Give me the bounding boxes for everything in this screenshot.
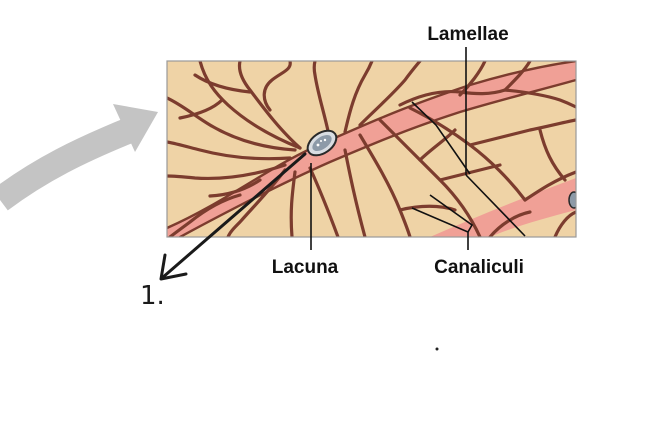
lamella-band-secondary [430,178,576,237]
tissue-border [166,60,577,238]
hand-drawn-arrow-icon [159,152,307,281]
stray-dot [435,347,439,351]
handwritten-number-mark: 1. [140,281,165,311]
osteocyte-lacuna [306,129,338,157]
label-canaliculi: Canaliculi [434,257,524,278]
gray-curved-arrow-icon [0,104,158,211]
lamellae-leader-branch [411,101,471,175]
canaliculi-network [167,61,576,237]
osteocyte-edge [568,191,576,209]
label-lacuna: Lacuna [272,257,339,278]
bone-tissue-illustration [167,61,576,237]
leader-lines [310,47,526,250]
label-lamellae: Lamellae [427,24,508,45]
lamella-band [167,61,576,237]
lamellae-leader-tail [465,174,526,237]
canaliculi-leader-2 [429,194,474,233]
